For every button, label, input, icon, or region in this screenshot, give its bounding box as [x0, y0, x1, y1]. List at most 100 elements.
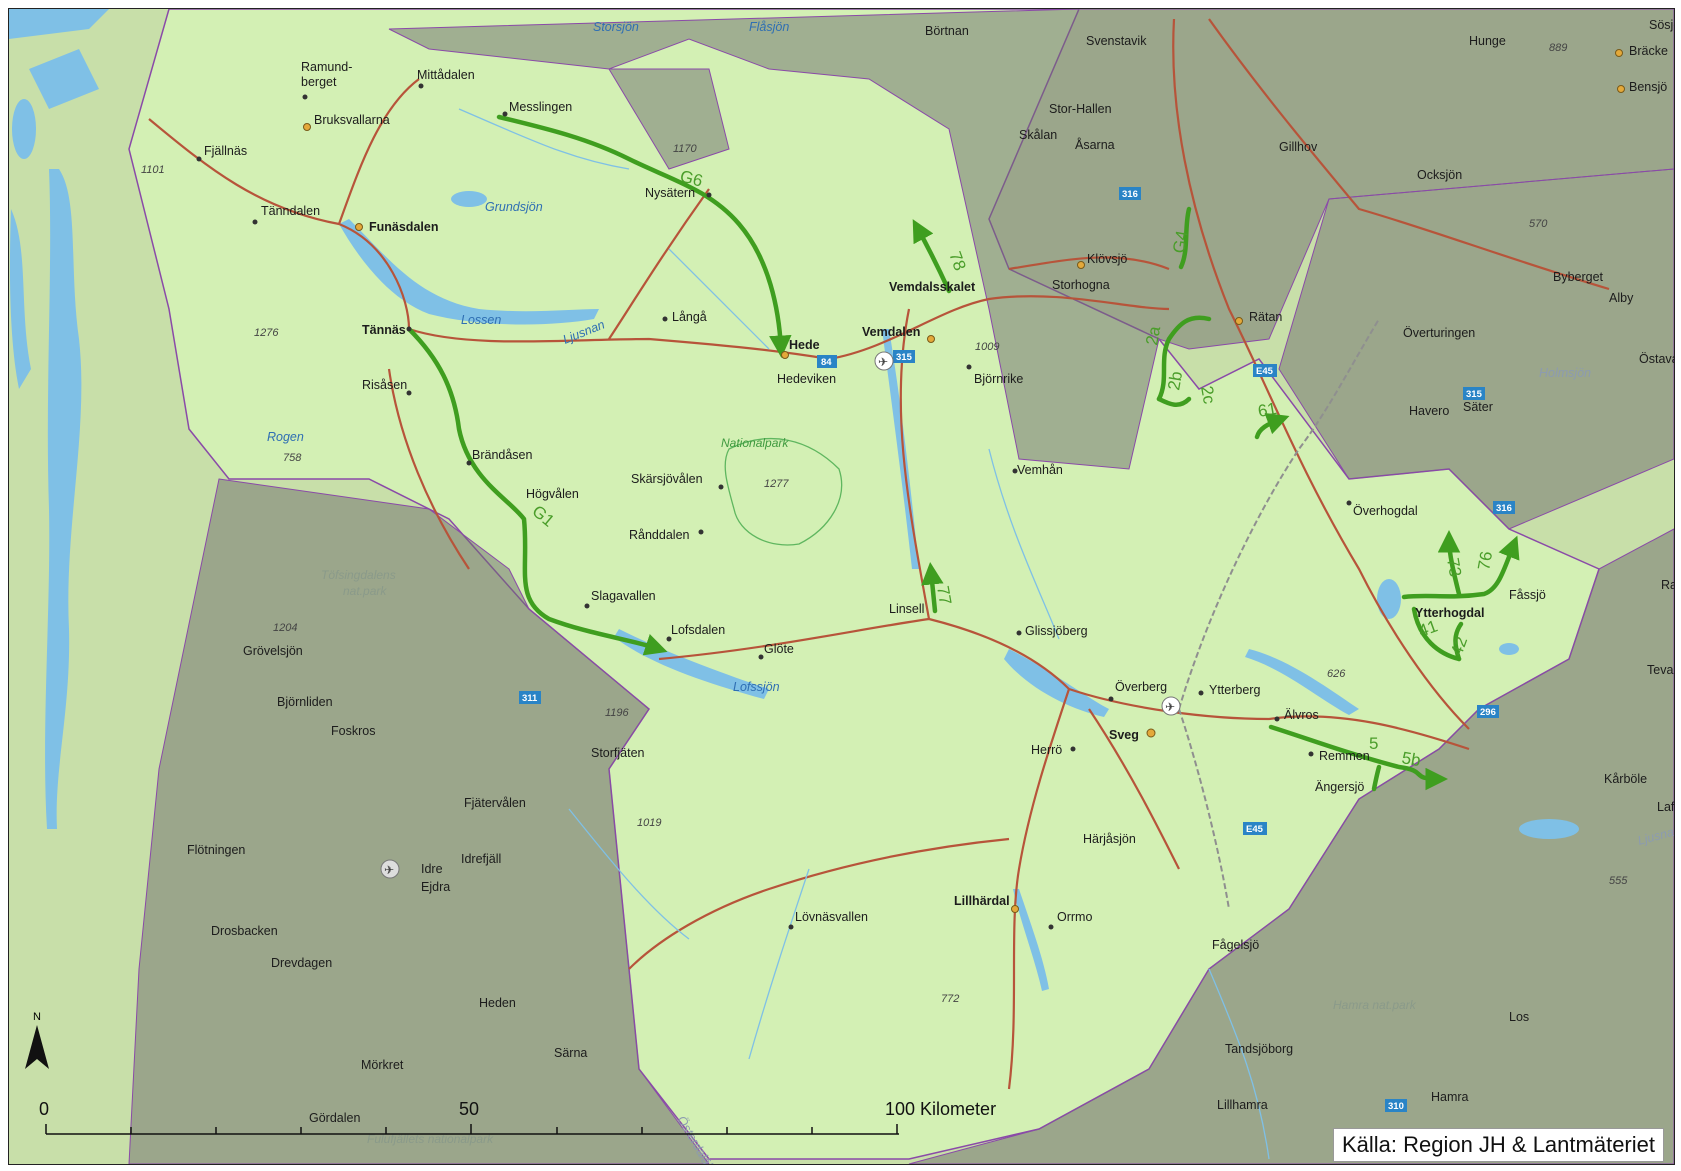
place-label: Ytterberg	[1209, 683, 1260, 697]
routes	[406, 114, 1520, 792]
elevation-label: 1009	[975, 341, 999, 353]
route-label: 77	[933, 584, 955, 606]
place-label: Älvros	[1284, 708, 1319, 722]
water-label: Storsjön	[593, 20, 639, 34]
elevation-label: 1170	[673, 143, 698, 155]
place-label: Svenstavik	[1086, 34, 1147, 48]
place-label: Gördalen	[309, 1111, 360, 1125]
place-label: Bruksvallarna	[314, 113, 390, 127]
svg-text:✈: ✈	[1165, 700, 1175, 714]
settlement-dots	[196, 49, 1625, 930]
water-label: Lossen	[461, 313, 501, 327]
place-label: Remmen	[1319, 749, 1370, 763]
svg-text:315: 315	[1466, 389, 1483, 400]
place-label: Heden	[479, 996, 516, 1010]
place-label: Ängersjö	[1315, 780, 1364, 794]
place-label: Lillhamra	[1217, 1098, 1268, 1112]
route-g4	[1178, 206, 1192, 270]
map-frame: 84 315 316 E45 315 311 296 E45 316 310 R…	[8, 8, 1675, 1165]
place-label: Högvålen	[526, 487, 579, 501]
place-label: Fjällnäs	[204, 144, 247, 158]
svg-text:310: 310	[1388, 1101, 1404, 1112]
place-label: Los	[1509, 1010, 1529, 1024]
svg-text:315: 315	[896, 352, 913, 363]
park-label: nat.park	[343, 584, 387, 598]
place-label: Vemdalsskalet	[889, 280, 976, 294]
svg-text:E45: E45	[1246, 824, 1264, 835]
svg-text:84: 84	[821, 357, 832, 368]
place-label: Skärsjövålen	[631, 472, 703, 486]
route-76	[1401, 535, 1520, 600]
roads	[148, 18, 1610, 1090]
place-label: Långå	[672, 310, 707, 324]
shield-315-east	[1463, 387, 1485, 400]
place-label: Börtnan	[925, 24, 969, 38]
scale-label-100: 100 Kilometer	[885, 1099, 997, 1119]
place-label: Mörkret	[361, 1058, 404, 1072]
elevation-label: 570	[1529, 218, 1548, 230]
place-label: Fjätervålen	[464, 796, 526, 810]
place-label: Havero	[1409, 404, 1449, 418]
elevation-label: 1204	[273, 622, 297, 634]
place-label: Foskros	[331, 724, 375, 738]
road-shields: 84 315 316 E45 315 311 296 E45 316 310	[519, 187, 1515, 1112]
place-label: Ocksjön	[1417, 168, 1462, 182]
place-label: Funäsdalen	[369, 220, 438, 234]
place-label: Överhogdal	[1353, 504, 1418, 518]
park-labels: Nationalpark Töfsingdalens nat.park Fulu…	[321, 436, 1417, 1146]
railway-south	[1178, 708, 1230, 910]
airport-icons: ✈ ✈ ✈	[380, 351, 1181, 879]
elevation-label: 889	[1549, 42, 1567, 54]
place-label: Sösjö	[1649, 18, 1674, 32]
place-label: Linsell	[889, 602, 924, 616]
place-label: Brändåsen	[472, 448, 533, 462]
place-label: Idrefjäll	[461, 852, 501, 866]
place-label: Lillhärdal	[954, 894, 1010, 908]
place-label: Vemhån	[1017, 463, 1063, 477]
place-label: Tänndalen	[261, 204, 320, 218]
place-label: berget	[301, 75, 337, 89]
place-label: Tevan	[1647, 663, 1674, 677]
elevation-label: 555	[1609, 875, 1628, 887]
shield-296	[1477, 705, 1499, 718]
route-labels: G6 G1 78 77 2a 2b 2c 61 73 76 41 42 5 5b…	[528, 167, 1496, 771]
place-label: Drevdagen	[271, 956, 332, 970]
place-label: Gillhov	[1279, 140, 1318, 154]
place-label: Björnrike	[974, 372, 1023, 386]
place-label: Glöte	[764, 642, 794, 656]
place-label: Bräcke	[1629, 44, 1668, 58]
route-5b	[1371, 764, 1382, 792]
svg-text:316: 316	[1496, 503, 1512, 514]
place-label: Fåssjö	[1509, 588, 1546, 602]
place-label: Herrö	[1031, 743, 1062, 757]
place-label: Ytterhogdal	[1415, 606, 1484, 620]
elevation-label: 1101	[141, 164, 165, 176]
route-41	[1411, 606, 1462, 662]
place-label: Hedeviken	[777, 372, 836, 386]
place-label: Alby	[1609, 291, 1634, 305]
place-label: Skålan	[1019, 128, 1057, 142]
place-label: Lafors	[1657, 800, 1674, 814]
park-label: Nationalpark	[721, 436, 789, 450]
svg-text:316: 316	[1122, 189, 1138, 200]
park-label: Hamra nat.park	[1333, 998, 1417, 1012]
place-label: Risåsen	[362, 378, 407, 392]
norway-lakes	[9, 9, 109, 829]
shield-310	[1385, 1099, 1407, 1112]
route-73	[1437, 530, 1462, 597]
route-42	[1453, 621, 1464, 662]
shield-84	[817, 355, 837, 368]
water-label: Rogen	[267, 430, 304, 444]
north-arrow-icon	[25, 1025, 49, 1069]
route-label: 2c	[1197, 384, 1219, 405]
place-label: Åsarna	[1075, 137, 1115, 152]
place-label: Härjåsjön	[1083, 832, 1136, 846]
route-label: 2b	[1164, 370, 1186, 392]
place-label: Tandsjöborg	[1225, 1042, 1293, 1056]
route-2b	[1156, 396, 1192, 407]
place-label: Bensjö	[1629, 80, 1667, 94]
place-label: Byberget	[1553, 270, 1604, 284]
place-label: Nysätern	[645, 186, 695, 200]
place-label: Björnliden	[277, 695, 333, 709]
route-g1	[406, 326, 668, 656]
